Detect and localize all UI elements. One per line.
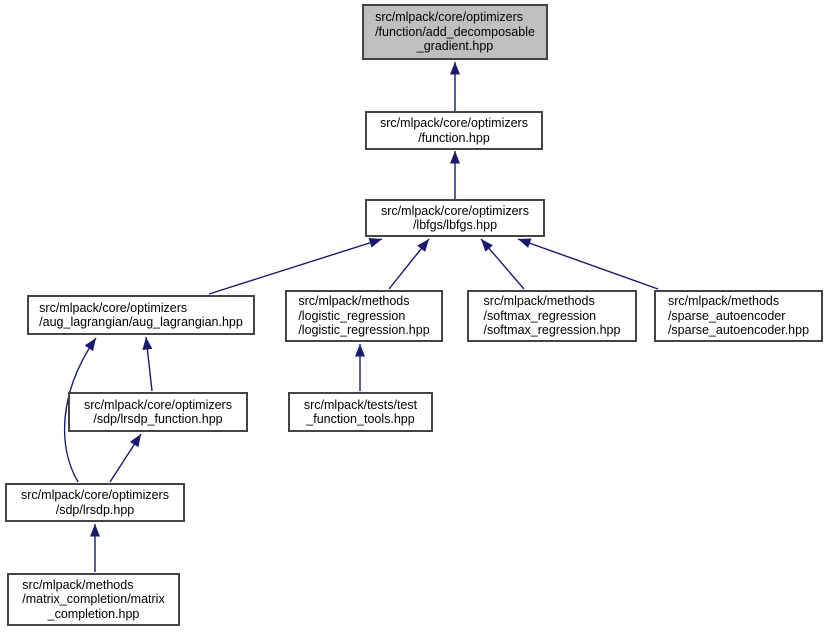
node-label: src/mlpack/methods /sparse_autoencoder /… [668,294,809,338]
node-label-line: /logistic_regression [298,308,406,323]
node-label: src/mlpack/core/optimizers /aug_lagrangi… [39,301,243,330]
node-label-line: /aug_lagrangian/aug_lagrangian.hpp [39,315,243,329]
node-add-decomposable-gradient[interactable]: src/mlpack/core/optimizers /function/add… [362,4,548,60]
node-label: src/mlpack/core/optimizers /function/add… [375,10,535,54]
node-label-line: /logistic_regression.hpp [298,323,430,338]
node-label-line: /matrix_completion/matrix [22,592,165,607]
node-label-line: /sparse_autoencoder.hpp [667,323,810,338]
node-label-line: _gradient.hpp [416,39,494,54]
node-label-line: src/mlpack/core/optimizers [39,300,188,315]
node-label: src/mlpack/methods /softmax_regression /… [484,294,621,338]
node-label-line: /sparse_autoencoder [667,308,786,323]
node-label-line: src/mlpack/core/optimizers [380,116,528,130]
node-label: src/mlpack/methods /matrix_completion/ma… [22,578,164,622]
node-function[interactable]: src/mlpack/core/optimizers /function.hpp [365,111,543,150]
node-label-line: src/mlpack/core/optimizers [21,488,169,502]
node-label: src/mlpack/tests/test _function_tools.hp… [304,398,417,427]
edge-lrsdp-to-lrsdp-function [109,433,142,483]
node-label: src/mlpack/core/optimizers /sdp/lrsdp.hp… [21,488,169,517]
node-label-line: _completion.hpp [47,606,140,621]
edge-sparse-autoencoder-to-lbfgs [517,238,659,290]
node-label-line: /sdp/lrsdp_function.hpp [93,412,223,426]
node-lrsdp-function[interactable]: src/mlpack/core/optimizers /sdp/lrsdp_fu… [68,392,248,432]
node-label: src/mlpack/methods /logistic_regression … [298,294,429,338]
node-label-line: src/mlpack/tests/test [303,397,418,412]
edge-aug-lagrangian-to-lbfgs [208,238,383,295]
node-matrix-completion[interactable]: src/mlpack/methods /matrix_completion/ma… [7,573,180,626]
node-label-line: /softmax_regression [483,308,597,323]
node-label-line: /sdp/lrsdp.hpp [55,502,135,517]
node-softmax-regression[interactable]: src/mlpack/methods /softmax_regression /… [467,290,637,342]
node-label-line: src/mlpack/core/optimizers [381,203,529,218]
node-lbfgs[interactable]: src/mlpack/core/optimizers /lbfgs/lbfgs.… [365,199,545,237]
node-sparse-autoencoder[interactable]: src/mlpack/methods /sparse_autoencoder /… [654,290,823,342]
node-label-line: _function_tools.hpp [306,412,415,426]
node-aug-lagrangian[interactable]: src/mlpack/core/optimizers /aug_lagrangi… [27,295,255,335]
node-logistic-regression[interactable]: src/mlpack/methods /logistic_regression … [285,290,443,342]
edge-softmax-regression-to-lbfgs [480,238,525,290]
node-label-line: /function/add_decomposable [375,24,535,39]
node-label-line: /function.hpp [418,130,490,145]
node-label-line: /lbfgs/lbfgs.hpp [412,218,498,232]
node-label-line: /softmax_regression.hpp [483,323,621,338]
edge-lrsdp-to-aug-lagrangian [63,337,97,483]
node-label-line: src/mlpack/core/optimizers [84,397,232,412]
node-label-line: src/mlpack/methods [667,294,780,309]
node-label-line: src/mlpack/core/optimizers [375,10,524,25]
node-test-function-tools[interactable]: src/mlpack/tests/test _function_tools.hp… [288,392,433,432]
node-label: src/mlpack/core/optimizers /lbfgs/lbfgs.… [381,204,529,233]
node-lrsdp[interactable]: src/mlpack/core/optimizers /sdp/lrsdp.hp… [5,483,185,522]
node-label: src/mlpack/core/optimizers /sdp/lrsdp_fu… [84,398,232,427]
node-label-line: src/mlpack/methods [298,294,410,309]
node-label-line: src/mlpack/methods [483,294,595,309]
edge-lrsdp-function-to-aug-lagrangian [142,336,153,392]
edge-logistic-regression-to-lbfgs [388,238,430,290]
node-label: src/mlpack/core/optimizers /function.hpp [380,116,528,145]
node-label-line: src/mlpack/methods [22,577,134,592]
